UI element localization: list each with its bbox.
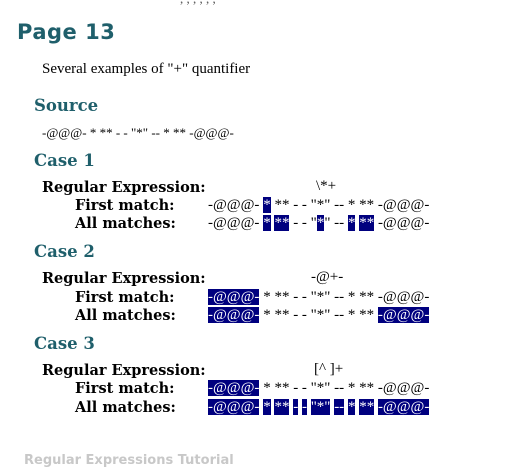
match-highlight: * — [263, 197, 271, 213]
regex-label: Regular Expression: — [42, 179, 206, 196]
case-3-first-match: -@@@- * ** - - "*" -- * ** -@@@- — [208, 380, 429, 397]
all-matches-label: All matches: — [75, 215, 176, 232]
all-matches-label: All matches: — [75, 399, 176, 416]
case-2-all-matches: -@@@- * ** - - "*" -- * ** -@@@- — [208, 307, 430, 324]
match-text: ** - - "*" -- * ** -@@@- — [270, 197, 430, 213]
case-2-regex: -@+- — [311, 269, 344, 285]
first-match-label: First match: — [75, 380, 175, 397]
page-title: Page 13 — [17, 20, 116, 44]
match-highlight: * — [263, 399, 271, 415]
match-highlight: ** — [359, 399, 375, 415]
case-2-first-match: -@@@- * ** - - "*" -- * ** -@@@- — [208, 289, 429, 306]
regex-label: Regular Expression: — [42, 270, 206, 287]
match-text: * ** - - "*" -- * ** — [259, 307, 378, 323]
match-highlight: ** — [359, 215, 375, 231]
match-text: " -- — [324, 215, 348, 231]
match-highlight: -@@@- — [208, 399, 260, 415]
match-highlight: - — [293, 399, 299, 415]
match-highlight: -@@@- — [377, 399, 430, 415]
source-heading: Source — [34, 96, 99, 115]
match-highlight: ** — [274, 215, 290, 231]
match-text: -@@@- — [208, 197, 264, 213]
match-text: -@@@- — [374, 215, 430, 231]
case-1-heading: Case 1 — [34, 151, 95, 170]
source-text: -@@@- * ** - - "*" -- * ** -@@@- — [42, 125, 234, 140]
match-highlight: "*" — [310, 399, 331, 415]
match-highlight: -@@@- — [208, 289, 260, 305]
case-2-heading: Case 2 — [34, 242, 95, 261]
case-1-first-match: -@@@- * ** - - "*" -- * ** -@@@- — [208, 197, 429, 214]
first-match-label: First match: — [75, 197, 175, 214]
all-matches-label: All matches: — [75, 307, 176, 324]
footer-title-clipped: Regular Expressions Tutorial — [24, 453, 234, 468]
case-3-all-matches: -@@@- * ** - - "*" -- * ** -@@@- — [208, 399, 430, 416]
match-highlight: - — [301, 399, 307, 415]
match-highlight: * — [347, 399, 356, 415]
regex-label: Regular Expression: — [42, 362, 206, 379]
match-highlight: -@@@- — [377, 307, 430, 323]
clipped-top-text: , , , , , , — [180, 0, 216, 7]
first-match-label: First match: — [75, 289, 175, 306]
match-text: - - " — [289, 215, 317, 231]
match-highlight: * — [347, 215, 356, 231]
match-highlight: ** — [274, 399, 290, 415]
match-highlight: -@@@- — [208, 307, 260, 323]
match-highlight: -- — [334, 399, 345, 415]
match-highlight: * — [316, 215, 325, 231]
match-highlight: -@@@- — [208, 380, 260, 396]
case-1-regex: \*+ — [316, 178, 337, 194]
match-highlight: * — [263, 215, 271, 231]
intro-text: Several examples of "+" quantifier — [42, 61, 251, 77]
match-text: -@@@- — [208, 215, 264, 231]
case-3-heading: Case 3 — [34, 334, 95, 353]
match-text: * ** - - "*" -- * ** -@@@- — [259, 289, 430, 305]
match-text: * ** - - "*" -- * ** -@@@- — [259, 380, 430, 396]
case-1-all-matches: -@@@- * ** - - "*" -- * ** -@@@- — [208, 215, 429, 232]
case-3-regex: [^ ]+ — [314, 361, 344, 377]
